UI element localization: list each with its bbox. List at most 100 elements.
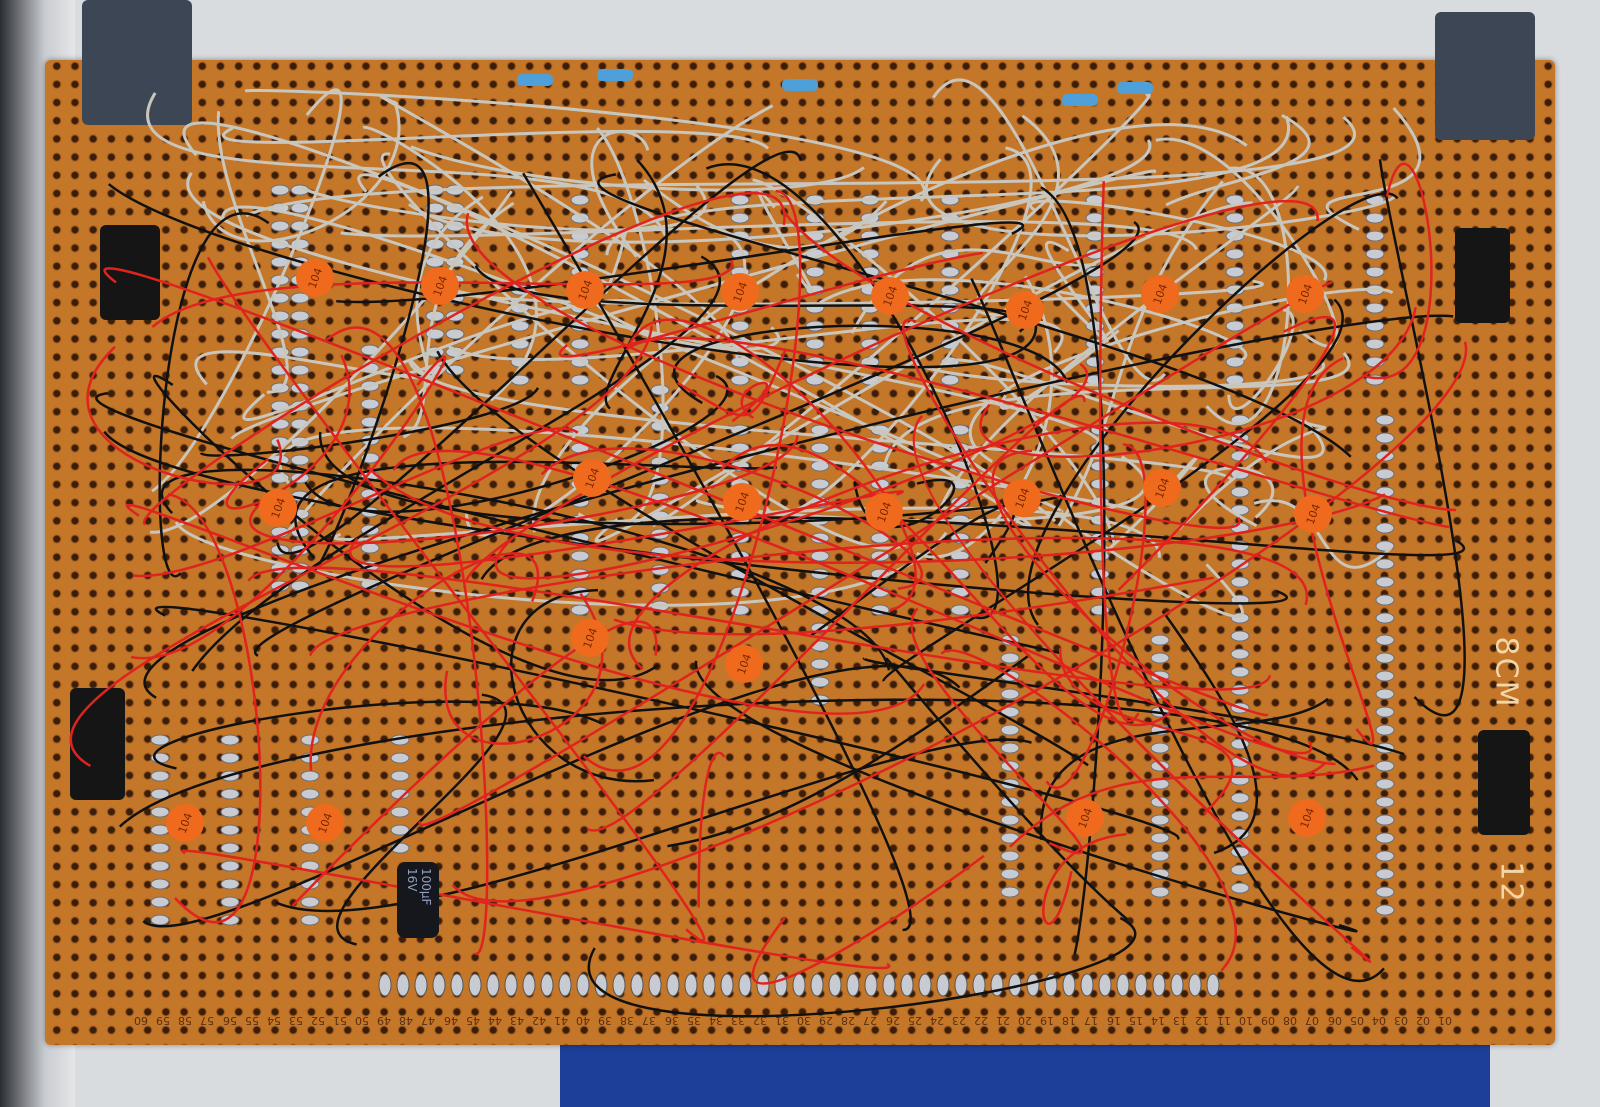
solder-joint [290,454,310,466]
ceramic-capacitor [166,804,204,842]
header-pin [540,973,554,997]
column-number: 01 [1438,1014,1452,1027]
solder-joint [390,824,410,836]
black-wire [882,298,1344,683]
red-wire [1045,443,1147,789]
red-wire [151,259,733,328]
black-wire [142,664,961,928]
black-wire [336,693,508,946]
column-number: 51 [333,1014,347,1027]
solder-joint [150,842,170,854]
gray-wire [1155,137,1339,348]
black-wire [158,212,270,578]
red-wire [181,849,891,970]
solder-joint [1150,886,1170,898]
resistor [1062,94,1098,106]
ceramic-capacitor [296,259,334,297]
solder-joint [150,860,170,872]
solder-joint [1375,558,1395,570]
solder-joint [1375,688,1395,700]
solder-joint [1375,522,1395,534]
solder-joint [1150,634,1170,646]
header-pin [432,973,446,997]
header-pin [1062,973,1076,997]
solder-joint [730,320,750,332]
header-pin [486,973,500,997]
ceramic-capacitor [573,459,611,497]
ceramic-capacitor [259,489,297,527]
solder-joint [1230,486,1250,498]
solder-joint [290,292,310,304]
solder-joint [1375,868,1395,880]
solder-joint [1375,652,1395,664]
gray-wire [590,130,650,258]
black-wire [1161,610,1259,855]
resistor [1117,82,1153,94]
black-wire [153,700,602,770]
solder-joint [1375,850,1395,862]
gray-wire [245,115,1356,218]
solder-joint [300,914,320,926]
red-wire [464,199,1319,583]
red-wire [901,318,1327,777]
column-number: 12 [1194,1014,1209,1027]
board-size-mark: 8CM [1488,636,1524,709]
gray-wire [216,111,289,394]
header-pin [864,973,878,997]
gray-wire [605,115,1291,256]
solder-joint [425,202,445,214]
column-number: 14 [1150,1014,1165,1027]
column-number: 34 [708,1014,723,1027]
red-wire [366,466,1386,564]
ceramic-capacitor [1003,479,1041,517]
column-number: 48 [399,1014,414,1027]
solder-joint [570,338,590,350]
column-number: 31 [775,1014,789,1027]
solder-joint [445,328,465,340]
solder-joint [1000,652,1020,664]
black-wire [199,387,540,457]
red-wire [540,447,923,590]
ceramic-capacitor [421,267,459,305]
solder-joint [730,374,750,386]
solder-joint [1230,648,1250,660]
column-number: 55 [244,1014,259,1027]
column-number: 18 [1062,1014,1077,1027]
solder-joint [1225,266,1245,278]
red-wire [1099,181,1140,723]
solder-joint [1150,742,1170,754]
solder-joint [1375,796,1395,808]
solder-joint [300,788,320,800]
solder-joint [650,384,670,396]
column-number: 19 [1040,1014,1055,1027]
column-number: 21 [996,1014,1010,1027]
solder-joint [1365,212,1385,224]
black-wire [694,660,1358,933]
column-number: 32 [752,1014,767,1027]
black-wire [275,738,1032,913]
red-wire [1362,162,1433,380]
solder-joint [730,356,750,368]
gray-wire [999,329,1120,410]
red-wire [86,345,282,486]
red-wire [979,307,1417,458]
red-wire [206,256,706,942]
ceramic-capacitor [723,483,761,521]
column-number: 20 [1018,1014,1033,1027]
column-number: 58 [178,1014,193,1027]
solder-joint [150,806,170,818]
solder-joint [1000,814,1020,826]
black-wire [522,172,912,932]
solder-joint [390,752,410,764]
ceramic-capacitor [1288,799,1326,837]
solder-joint [270,220,290,232]
black-wire [705,163,999,620]
header-pin [990,973,1004,997]
column-number: 22 [973,1014,988,1027]
gray-wire [1227,308,1295,411]
black-wire [1039,697,1329,840]
header-pin [1152,973,1166,997]
header-pin [1080,973,1094,997]
header-pin [504,973,518,997]
